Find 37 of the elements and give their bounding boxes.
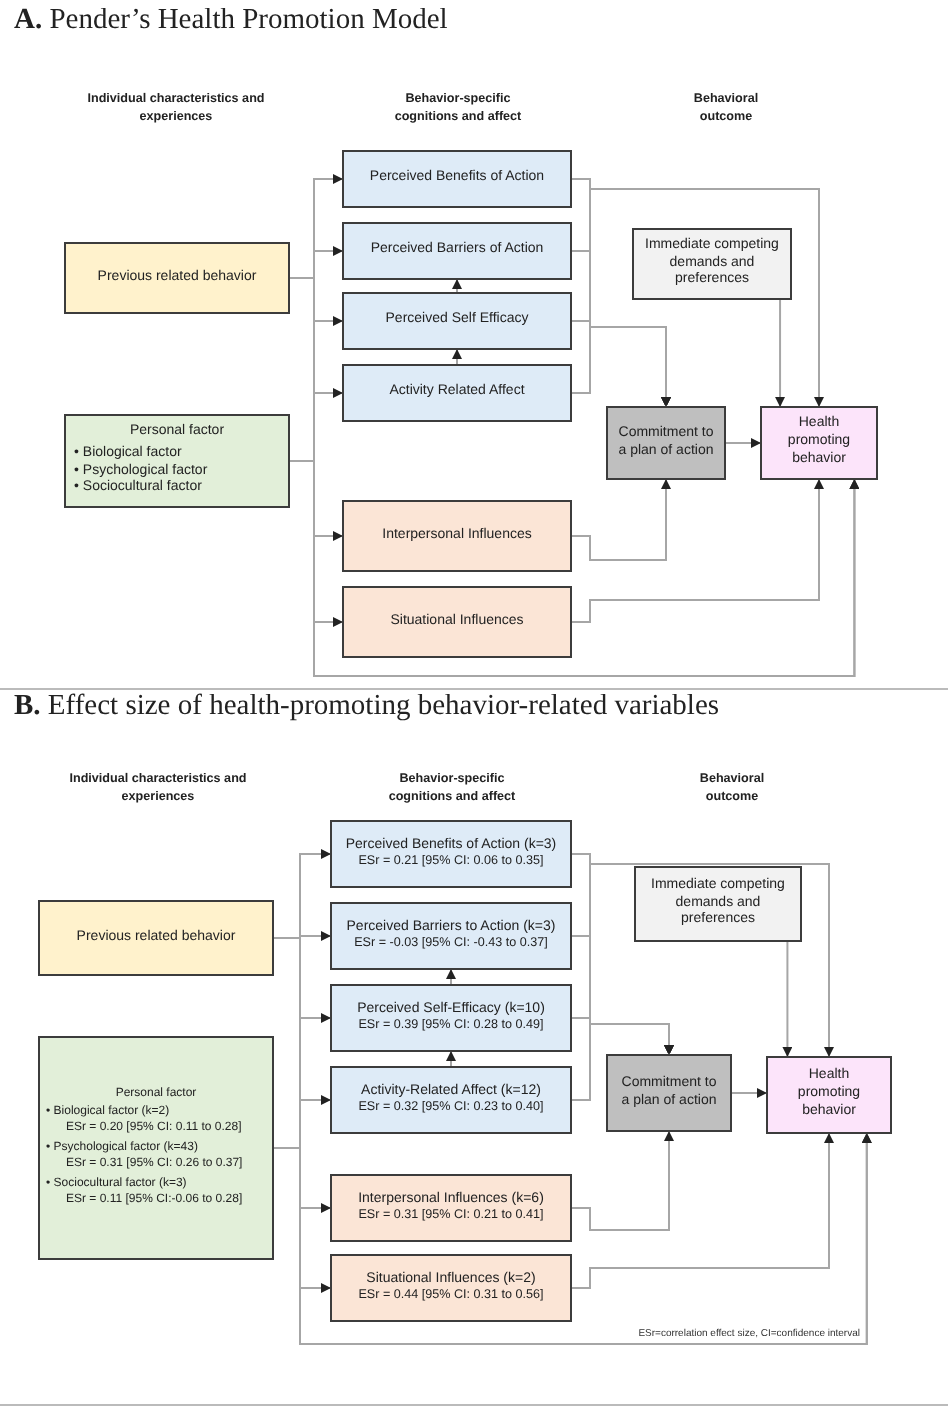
process-box (38, 900, 274, 976)
panel-title: B. Effect size of health-promoting behavior-related variables (14, 690, 720, 724)
arrow (571, 479, 671, 561)
arrow (571, 1133, 834, 1289)
arrow (571, 1023, 674, 1101)
process-box (606, 406, 726, 480)
process-box (342, 586, 572, 658)
arrow (446, 1051, 456, 1067)
process-box (632, 228, 792, 300)
process-box (606, 1054, 732, 1132)
process-box (330, 902, 572, 970)
process-box (330, 984, 572, 1052)
arrow (571, 479, 824, 623)
process-box (342, 150, 572, 208)
arrow (452, 349, 462, 365)
process-box (330, 820, 572, 888)
process-box (342, 292, 572, 350)
arrow (571, 1131, 674, 1231)
process-box (330, 1174, 572, 1242)
arrow (446, 969, 456, 985)
arrow (775, 299, 786, 407)
factor-box (64, 414, 290, 508)
arrow (452, 279, 462, 293)
process-box (330, 1254, 572, 1322)
outcome-box (766, 1056, 892, 1134)
factor-box (38, 1036, 274, 1260)
arrow (725, 438, 761, 448)
outcome-box (760, 406, 878, 480)
arrow (782, 941, 793, 1057)
process-box (342, 222, 572, 280)
arrow (731, 1088, 767, 1098)
process-box (64, 242, 290, 314)
panel-title: A. Pender’s Health Promotion Model (14, 4, 448, 38)
process-box (634, 866, 802, 942)
process-box (342, 364, 572, 422)
process-box (342, 500, 572, 572)
process-box (330, 1066, 572, 1134)
